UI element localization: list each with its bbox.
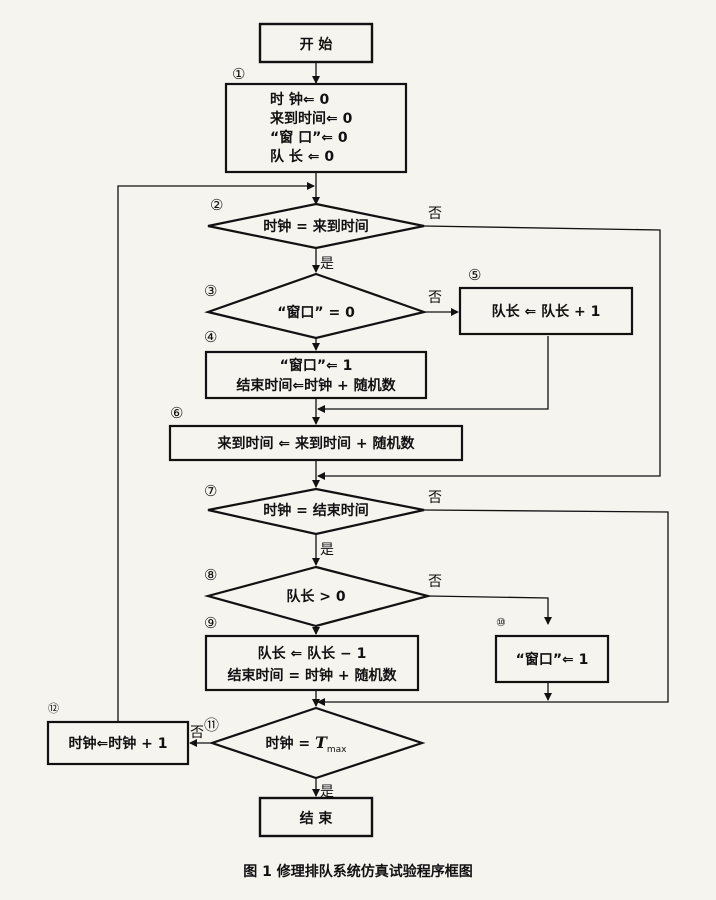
decision-3-label: “窗口” = 0: [277, 304, 355, 321]
connectors: [117, 62, 669, 797]
process-9-line-2: 结束时间 = 时钟 + 随机数: [228, 667, 398, 684]
step-number-6: ⑥: [170, 404, 183, 422]
init-process: ① 时 钟⇐ 0 来到时间⇐ 0 “窗 口”⇐ 0 队 长 ⇐ 0: [224, 65, 408, 174]
decision-11-label: 时钟 = Tmax: [266, 733, 348, 755]
edge-d8-no: [427, 595, 552, 625]
window-idle-process: ⑩ “窗口”⇐ 1: [494, 616, 610, 684]
d3-no-label: 否: [428, 290, 442, 306]
edge-p12-loop: [117, 182, 315, 722]
edge-d7-no: [317, 509, 669, 706]
step-number-2: ②: [210, 196, 223, 214]
d7-no-label: 否: [428, 490, 442, 506]
step-number-5: ⑤: [468, 266, 481, 284]
start-terminal: 开 始: [258, 22, 374, 64]
step-number-9: ⑨: [204, 614, 217, 632]
step-number-12: ⑫: [48, 702, 59, 715]
d11-yes-label: 是: [320, 784, 334, 800]
decision-clock-eq-end: ⑦ 时钟 = 结束时间 否 是: [204, 482, 442, 558]
decision-7-label: 时钟 = 结束时间: [263, 502, 368, 519]
decision-2-label: 时钟 = 来到时间: [263, 218, 368, 235]
d2-yes-label: 是: [320, 256, 334, 272]
service-start-process: ④ “窗口”⇐ 1 结束时间⇐时钟 + 随机数: [204, 328, 428, 400]
edge-d2-no: [317, 225, 661, 480]
clock-tick-process: ⑫ 时钟⇐时钟 + 1: [46, 702, 190, 766]
decision-window-eq-zero: ③ “窗口” = 0 否: [204, 272, 442, 340]
queue-increment-process: ⑤ 队长 ⇐ 队长 + 1: [458, 266, 634, 336]
step-number-3: ③: [204, 282, 217, 300]
step-number-8: ⑧: [204, 566, 217, 584]
figure-caption: 图 1 修理排队系统仿真试验程序框图: [243, 863, 473, 880]
process-4-line-1: “窗口”⇐ 1: [280, 357, 353, 374]
end-label: 结 束: [300, 810, 334, 827]
decision-8-label: 队长 > 0: [286, 588, 345, 605]
process-10-label: “窗口”⇐ 1: [516, 651, 589, 668]
init-line-2: 来到时间⇐ 0: [269, 110, 353, 127]
process-9-line-1: 队长 ⇐ 队长 − 1: [258, 645, 367, 662]
process-5-label: 队长 ⇐ 队长 + 1: [492, 303, 601, 320]
next-arrival-process: ⑥ 来到时间 ⇐ 来到时间 + 随机数: [168, 404, 464, 462]
d11-no-label: 否: [190, 725, 204, 741]
step-number-1: ①: [232, 65, 245, 83]
decision-queue-gt-zero: ⑧ 队长 > 0 否: [203, 565, 442, 628]
process-12-label: 时钟⇐时钟 + 1: [69, 735, 168, 752]
d2-no-label: 否: [428, 206, 442, 222]
process-6-label: 来到时间 ⇐ 来到时间 + 随机数: [217, 435, 416, 452]
d7-yes-label: 是: [320, 542, 334, 558]
end-terminal: 结 束: [258, 796, 374, 838]
step-number-4: ④: [204, 328, 217, 346]
decision-clock-eq-tmax: ⑪ 时钟 = Tmax 否 是: [190, 706, 426, 800]
d8-no-label: 否: [428, 574, 442, 590]
init-line-4: 队 长 ⇐ 0: [270, 148, 334, 165]
step-number-7: ⑦: [204, 482, 217, 500]
process-4-line-2: 结束时间⇐时钟 + 随机数: [236, 377, 396, 394]
init-line-3: “窗 口”⇐ 0: [270, 129, 348, 146]
step-number-11: ⑪: [204, 716, 219, 734]
edge-p5-return: [317, 336, 549, 413]
start-label: 开 始: [300, 36, 333, 53]
decision-clock-eq-arrival: ② 时钟 = 来到时间 否 是: [207, 196, 442, 272]
dequeue-process: ⑨ 队长 ⇐ 队长 − 1 结束时间 = 时钟 + 随机数: [204, 614, 420, 692]
init-line-1: 时 钟⇐ 0: [270, 91, 329, 108]
step-number-10: ⑩: [496, 616, 506, 629]
